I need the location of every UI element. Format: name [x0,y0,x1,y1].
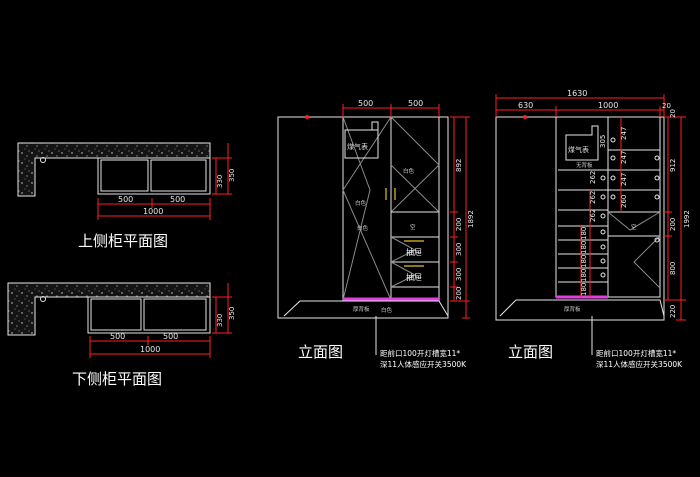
elev2-note-line1: 距前口100开灯槽宽11* [596,348,676,358]
elev2-shelf-dim-4: 247 [620,173,628,186]
bottom-plan-dim-w2: 500 [163,332,178,341]
elev2-shelf-dim-5: 260 [620,195,628,208]
elev1-right-dim-3: 300 [455,243,463,256]
elev1-label-bottom-white: 白色 [381,306,393,314]
elev2-overall-width: 1630 [567,89,587,98]
elev2-right-dim-2: 912 [669,159,677,172]
top-plan-dim-d1: 330 [216,175,224,188]
top-plan-dim-total: 1000 [143,207,163,216]
elev2-shelf-dim-9: 180 [580,227,588,240]
elev1-label-empty: 空 [410,223,416,231]
elev1-label-white3: 白色 [357,224,369,232]
elev2-knobs [600,137,660,278]
bottom-plan-sink-hole [40,296,46,302]
elev2-label-back-panel: 厚背板 [564,305,581,313]
bottom-plan-dimensions [89,283,232,358]
elev2-note-line2: 深11人体感应开关3500K [596,359,683,369]
elev2-shelf-dim-8: 262 [589,171,597,184]
elev2-shelf-dim-10: 180 [580,241,588,254]
elev2-shelf-dim-11: 180 [580,255,588,268]
elev2-shelf-dim-3: 247 [620,151,628,164]
elev1-label-back-panel: 厚背板 [353,305,370,313]
elev2-shelf-dim-13: 180 [580,283,588,296]
top-plan-title: 上侧柜平面图 [78,232,168,250]
elev2-top-dimensions [495,94,665,119]
top-plan-box-right [150,159,207,192]
elevation-1: 500 500 892 200 300 300 200 1892 煤气表 白色 … [277,99,475,369]
bottom-plan-countertop [7,282,211,336]
elev2-label-empty: 空 [631,223,637,231]
bottom-plan-dim-d1: 330 [216,314,224,327]
bottom-plan-title: 下侧柜平面图 [72,370,162,388]
elev1-overall-height: 1892 [467,210,475,228]
top-plan-dimensions [97,143,232,220]
elev1-right-dimensions [450,116,470,319]
top-plan-countertop [17,142,211,197]
top-plan-dim-w2: 500 [170,195,185,204]
elev1-label-gas-meter: 煤气表 [347,142,368,151]
elev2-shelf-dimension-lines [580,117,622,297]
elev1-top-dim-1: 500 [358,99,373,108]
elev2-title: 立面图 [508,343,553,361]
bottom-plan-box-outer [87,296,211,334]
bottom-plan-dim-w1: 500 [110,332,125,341]
elev2-right-dimensions [664,116,686,321]
elev2-gas-meter [565,125,599,161]
elev2-right-dim-3: 200 [669,218,677,231]
elev2-overall-height: 1992 [683,210,691,228]
elevation-2: 305 247 247 247 260 262 262 262 180 180 … [495,89,691,369]
elev2-shelf-dim-12: 180 [580,269,588,282]
elev1-top-dimensions [305,104,440,119]
elev2-label-gas-meter: 煤气表 [568,145,589,154]
bottom-plan-box-right [143,298,207,331]
elev1-right-dim-4: 300 [455,268,463,281]
elev1-label-white2: 白色 [355,199,367,207]
top-plan-sink-hole [40,157,46,163]
elev2-label-no-back: 无背板 [576,161,593,169]
elev2-top-dim-2: 1000 [598,101,618,110]
elev2-shelf-dim-2: 247 [620,127,628,140]
elev2-shelf-dim-7: 262 [589,209,597,222]
bottom-plan-dim-total: 1000 [140,345,160,354]
elev1-right-dim-2: 200 [455,218,463,231]
top-plan-box-left [100,159,149,192]
elev1-note-line2: 深11人体感应开关3500K [380,359,467,369]
elev1-note-line1: 距前口100开灯槽宽11* [380,348,460,358]
bottom-plan-box-left [90,298,142,331]
elev1-label-white1: 白色 [403,167,415,175]
elev2-shelf-dim-1: 305 [599,135,607,148]
top-plan-dim-d2: 350 [228,169,236,182]
elev1-label-drawer1: 抽屉 [406,247,422,257]
elev1-top-dim-2: 500 [408,99,423,108]
bottom-cabinet-plan: 500 500 1000 330 350 下侧柜平面图 [7,282,236,388]
elev1-label-drawer2: 抽屉 [406,272,422,282]
elev1-title: 立面图 [298,343,343,361]
elev2-right-dim-4: 800 [669,262,677,275]
top-plan-dim-w1: 500 [118,195,133,204]
elev1-right-dim-1: 892 [455,159,463,172]
elev1-gas-meter [344,121,379,159]
top-plan-box-outer [97,157,211,195]
top-cabinet-plan: 500 500 1000 330 350 上侧柜平面图 [17,142,236,250]
bottom-plan-dim-d2: 350 [228,307,236,320]
elev2-shelf-dim-6: 262 [589,191,597,204]
elev2-right-dim-5: 220 [669,305,677,318]
elev1-right-dim-5: 200 [455,287,463,300]
elev2-right-dim-1: 20 [669,109,677,118]
elev2-top-dim-3: 20 [662,102,671,110]
elev2-top-dim-1: 630 [518,101,533,110]
